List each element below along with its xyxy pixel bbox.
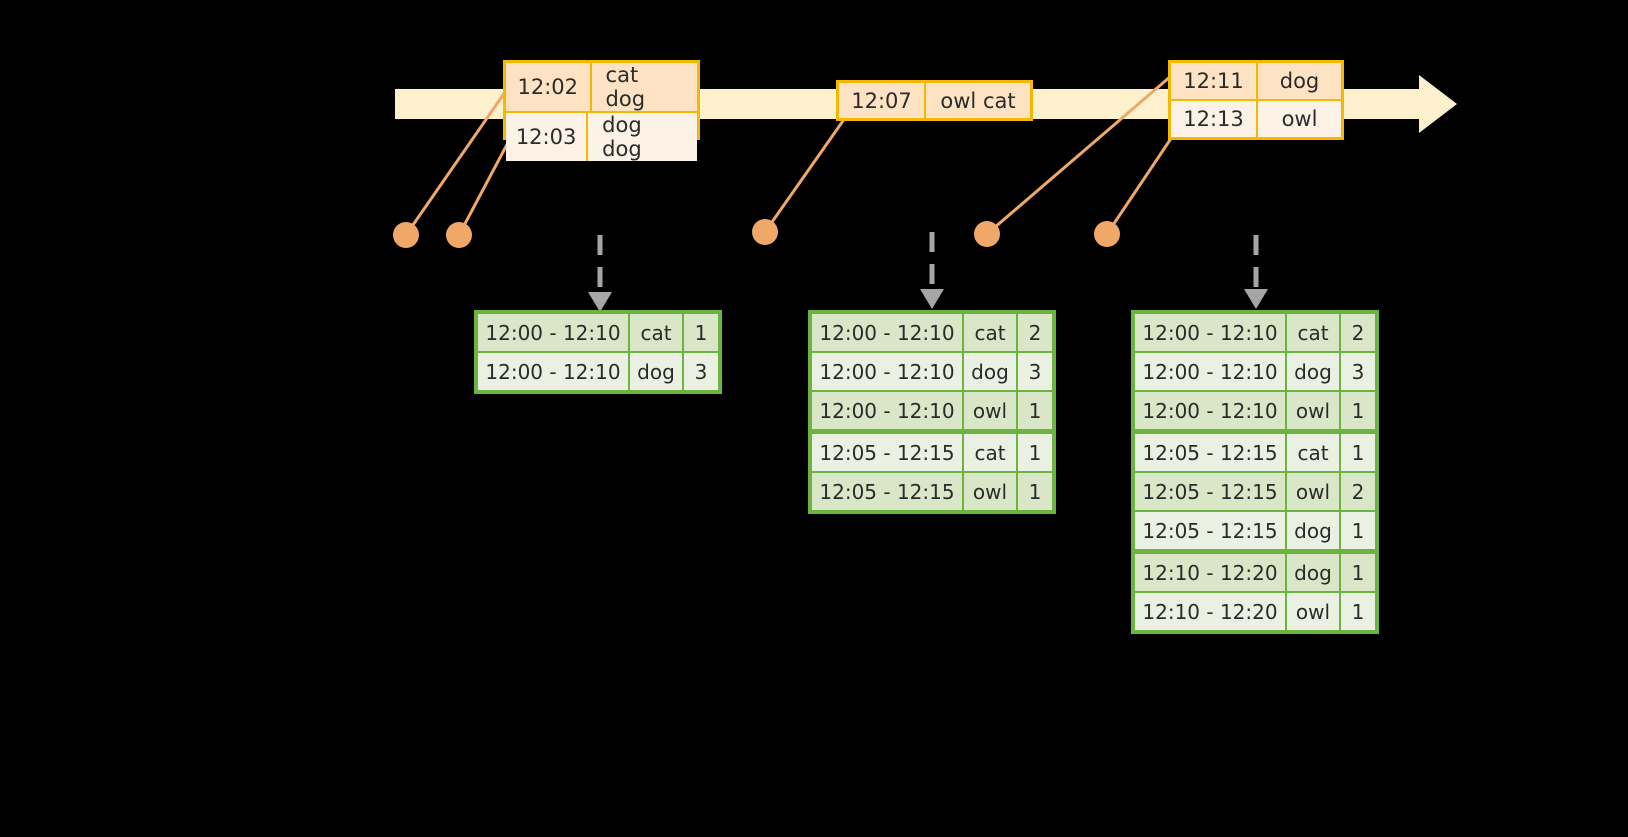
trigger-dot-3 bbox=[752, 219, 778, 245]
event-time: 12:07 bbox=[839, 83, 926, 118]
window-cell: 12:00 - 12:10 bbox=[1135, 314, 1285, 351]
count-cell: 1 bbox=[1341, 554, 1375, 591]
event-words: owl cat bbox=[940, 88, 1016, 113]
window-cell: 12:05 - 12:15 bbox=[812, 434, 962, 471]
event-row: 12:11 dog bbox=[1171, 63, 1341, 99]
window-cell: 12:05 - 12:15 bbox=[812, 473, 962, 510]
count-cell: 1 bbox=[684, 314, 718, 351]
window-cell: 12:05 - 12:15 bbox=[1135, 434, 1285, 471]
emit-arrows bbox=[588, 232, 1268, 312]
event-row: 12:02 cat dog bbox=[506, 63, 697, 111]
event-time: 12:11 bbox=[1171, 63, 1258, 99]
count-cell: 3 bbox=[1018, 353, 1052, 390]
window-cell: 12:00 - 12:10 bbox=[812, 353, 962, 390]
event-box-1[interactable]: 12:02 cat dog 12:03 dog dog bbox=[503, 60, 700, 161]
event-box-2[interactable]: 12:07 owl cat bbox=[836, 80, 1033, 121]
timeline-arrow-icon bbox=[1419, 75, 1457, 133]
window-cell: 12:10 - 12:20 bbox=[1135, 593, 1285, 630]
count-cell: 1 bbox=[1341, 593, 1375, 630]
event-words: dog dog bbox=[602, 113, 642, 161]
key-cell: cat bbox=[1287, 314, 1339, 351]
window-cell: 12:00 - 12:10 bbox=[1135, 353, 1285, 390]
trigger-dots bbox=[393, 219, 1120, 248]
key-cell: owl bbox=[964, 392, 1016, 429]
window-cell: 12:10 - 12:20 bbox=[1135, 554, 1285, 591]
emit-arrowhead-1 bbox=[588, 292, 612, 312]
window-cell: 12:00 - 12:10 bbox=[478, 353, 628, 390]
key-cell: dog bbox=[1287, 353, 1339, 390]
key-cell: owl bbox=[1287, 473, 1339, 510]
trigger-dot-5 bbox=[1094, 221, 1120, 247]
window-cell: 12:00 - 12:10 bbox=[812, 392, 962, 429]
event-row: 12:07 owl cat bbox=[839, 83, 1030, 118]
key-cell: dog bbox=[1287, 554, 1339, 591]
count-cell: 2 bbox=[1341, 473, 1375, 510]
key-cell: dog bbox=[964, 353, 1016, 390]
count-cell: 1 bbox=[1341, 434, 1375, 471]
event-row: 12:03 dog dog bbox=[506, 111, 697, 161]
key-cell: owl bbox=[1287, 593, 1339, 630]
event-time: 12:03 bbox=[506, 113, 589, 161]
key-cell: cat bbox=[1287, 434, 1339, 471]
count-cell: 1 bbox=[1018, 392, 1052, 429]
emit-arrowhead-2 bbox=[920, 289, 944, 309]
window-cell: 12:00 - 12:10 bbox=[478, 314, 628, 351]
event-words: owl bbox=[1281, 107, 1318, 131]
key-cell: cat bbox=[630, 314, 682, 351]
trigger-dot-1 bbox=[393, 222, 419, 248]
window-cell: 12:05 - 12:15 bbox=[1135, 512, 1285, 549]
event-time: 12:13 bbox=[1171, 101, 1258, 137]
emit-arrowhead-3 bbox=[1244, 289, 1268, 309]
event-row: 12:13 owl bbox=[1171, 99, 1341, 137]
count-cell: 1 bbox=[1018, 434, 1052, 471]
count-cell: 3 bbox=[684, 353, 718, 390]
key-cell: owl bbox=[964, 473, 1016, 510]
event-words: dog bbox=[1279, 69, 1320, 93]
key-cell: owl bbox=[1287, 392, 1339, 429]
event-box-3[interactable]: 12:11 dog 12:13 owl bbox=[1168, 60, 1344, 140]
window-cell: 12:05 - 12:15 bbox=[1135, 473, 1285, 510]
count-cell: 1 bbox=[1341, 392, 1375, 429]
count-cell: 3 bbox=[1341, 353, 1375, 390]
count-cell: 1 bbox=[1341, 512, 1375, 549]
trigger-dot-4 bbox=[974, 221, 1000, 247]
event-words: cat dog bbox=[605, 63, 646, 111]
count-cell: 1 bbox=[1018, 473, 1052, 510]
count-cell: 2 bbox=[1018, 314, 1052, 351]
count-cell: 2 bbox=[1341, 314, 1375, 351]
key-cell: dog bbox=[1287, 512, 1339, 549]
window-cell: 12:00 - 12:10 bbox=[1135, 392, 1285, 429]
window-cell: 12:00 - 12:10 bbox=[812, 314, 962, 351]
event-time: 12:02 bbox=[506, 63, 592, 111]
key-cell: cat bbox=[964, 314, 1016, 351]
trigger-dot-2 bbox=[446, 222, 472, 248]
key-cell: dog bbox=[630, 353, 682, 390]
key-cell: cat bbox=[964, 434, 1016, 471]
